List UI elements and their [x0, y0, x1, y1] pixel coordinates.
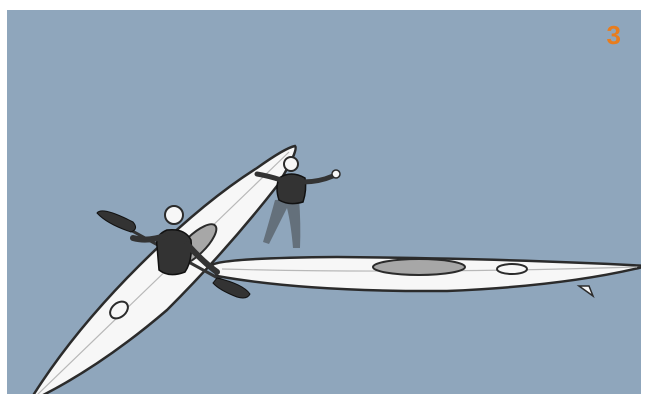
- paddler-arm-left: [130, 233, 168, 243]
- paddle-blade-right: [212, 277, 251, 299]
- empty-kayak-cockpit: [372, 258, 466, 276]
- swimmer-arm-left: [254, 171, 284, 183]
- swimmer-head: [283, 156, 299, 172]
- swimmer: [254, 156, 341, 248]
- step-number: 3: [606, 20, 621, 50]
- empty-kayak-rudder: [576, 285, 595, 299]
- paddler: [130, 205, 220, 276]
- swimmer-arm-right: [300, 173, 336, 185]
- swimmer-hand-right: [331, 169, 341, 179]
- paddler-head: [164, 205, 184, 225]
- empty-kayak: [210, 255, 641, 299]
- rescue-kayak-hatch: [109, 300, 129, 320]
- paddler-torso: [155, 228, 193, 276]
- paddle-blade-left: [96, 210, 137, 233]
- swimmer-torso: [276, 173, 307, 205]
- empty-kayak-hatch: [496, 263, 528, 275]
- paddler-arm-right: [184, 241, 220, 275]
- swimmer-legs: [263, 198, 301, 248]
- kayak-rescue-illustration: 3: [7, 10, 641, 394]
